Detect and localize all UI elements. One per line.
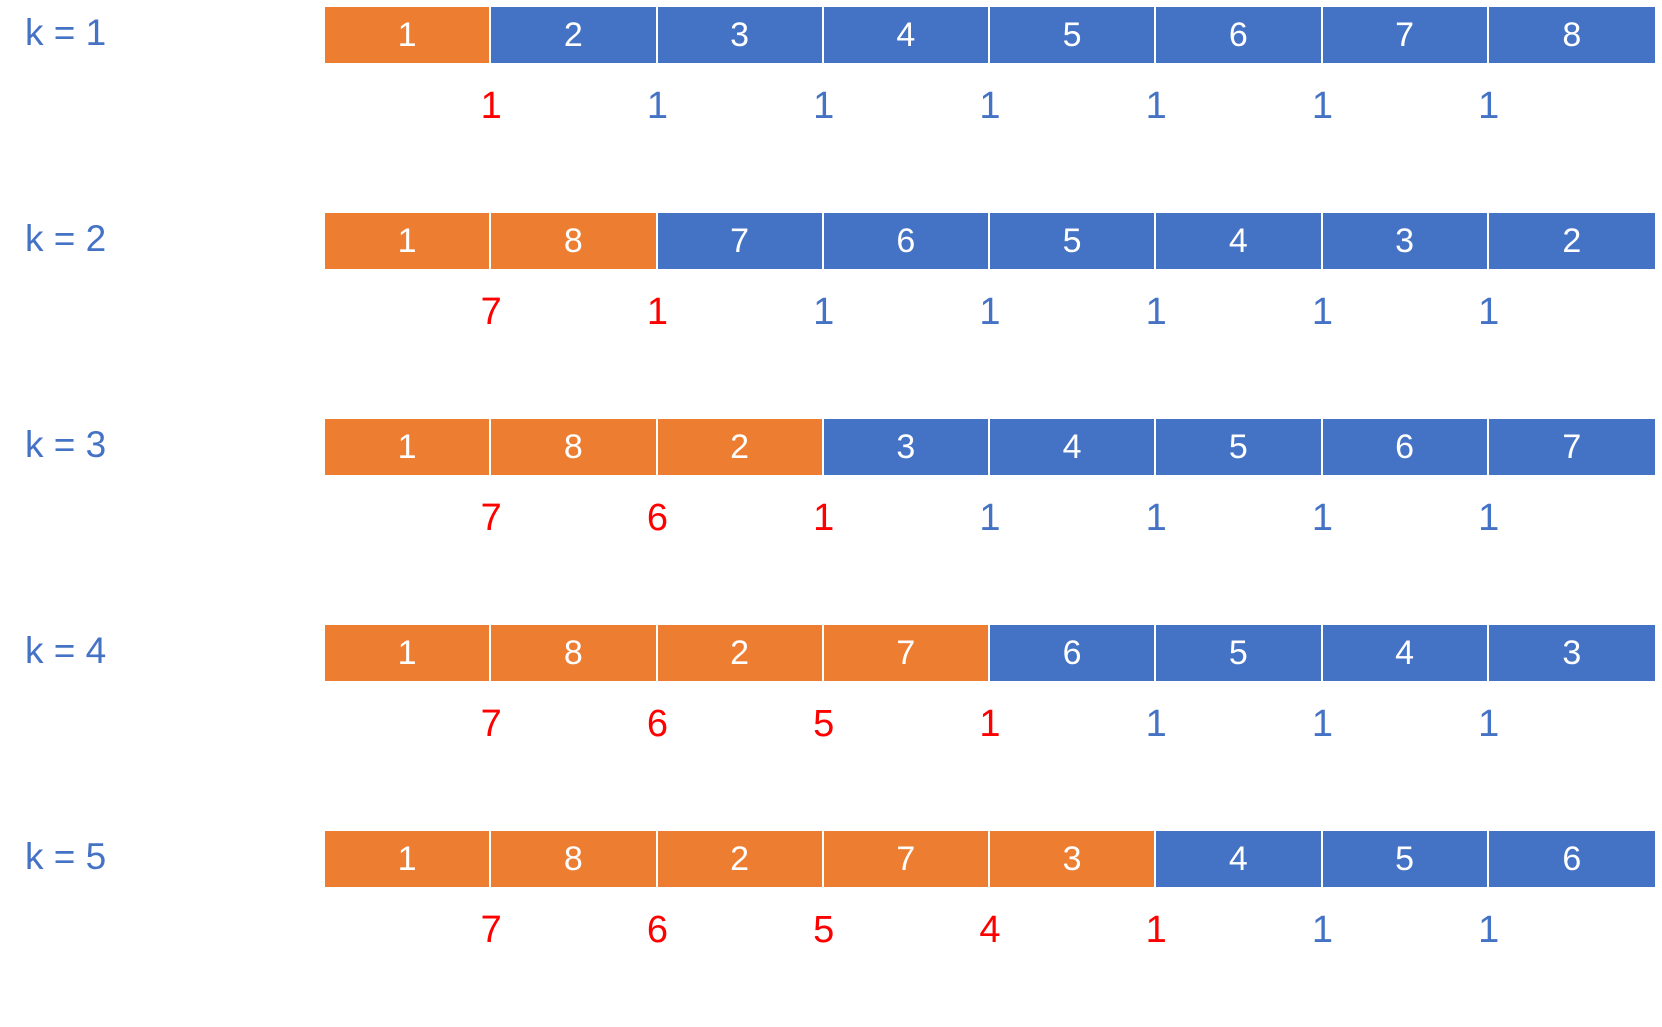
remaining-cell: 3 bbox=[657, 7, 824, 63]
difference-value-highlighted: 6 bbox=[646, 497, 669, 539]
selected-cell: 3 bbox=[990, 831, 1157, 887]
remaining-cell: 3 bbox=[1488, 625, 1655, 681]
difference-value: 1 bbox=[1478, 909, 1500, 951]
difference-value: 1 bbox=[1311, 909, 1334, 951]
k-label: k = 1 bbox=[25, 12, 107, 53]
difference-value-highlighted: 6 bbox=[646, 703, 669, 745]
difference-value: 1 bbox=[1145, 497, 1167, 539]
remaining-cell: 5 bbox=[990, 7, 1157, 63]
difference-value-highlighted: 1 bbox=[646, 291, 669, 333]
difference-value: 1 bbox=[646, 85, 669, 127]
difference-value-highlighted: 1 bbox=[480, 85, 502, 127]
difference-value: 1 bbox=[979, 85, 1001, 127]
difference-row: 7 1 1 1 1 1 1 bbox=[0, 284, 1662, 340]
difference-value: 1 bbox=[1311, 497, 1334, 539]
remaining-cell: 4 bbox=[1156, 213, 1323, 269]
selected-cell: 1 bbox=[325, 213, 492, 269]
difference-value-highlighted: 1 bbox=[979, 703, 1001, 745]
selected-cell: 2 bbox=[657, 419, 824, 475]
difference-value: 1 bbox=[979, 291, 1001, 333]
remaining-cell: 5 bbox=[1156, 625, 1323, 681]
remaining-cell: 5 bbox=[1322, 831, 1489, 887]
difference-value: 1 bbox=[1145, 703, 1167, 745]
k-label: k = 4 bbox=[25, 630, 107, 671]
k-label: k = 5 bbox=[25, 836, 107, 877]
difference-value-highlighted: 5 bbox=[813, 703, 835, 745]
remaining-cell: 7 bbox=[1322, 7, 1489, 63]
remaining-cell: 6 bbox=[1156, 7, 1323, 63]
remaining-cell: 4 bbox=[1322, 625, 1489, 681]
remaining-cell: 2 bbox=[1488, 213, 1655, 269]
difference-value: 1 bbox=[1478, 291, 1500, 333]
difference-value-highlighted: 6 bbox=[646, 909, 669, 951]
difference-value-highlighted: 7 bbox=[480, 703, 502, 745]
difference-value-highlighted: 7 bbox=[480, 497, 502, 539]
selected-cell: 1 bbox=[325, 419, 492, 475]
selected-cell: 8 bbox=[491, 213, 658, 269]
difference-value-highlighted: 1 bbox=[813, 497, 835, 539]
remaining-cell: 7 bbox=[657, 213, 824, 269]
remaining-cell: 3 bbox=[823, 419, 990, 475]
selected-cell: 8 bbox=[491, 419, 658, 475]
difference-row: 7 6 5 1 1 1 1 bbox=[0, 696, 1662, 752]
difference-value-highlighted: 7 bbox=[480, 291, 502, 333]
remaining-cell: 4 bbox=[1156, 831, 1323, 887]
selected-cell: 1 bbox=[325, 7, 492, 63]
difference-value: 1 bbox=[813, 291, 835, 333]
difference-value: 1 bbox=[1478, 703, 1500, 745]
remaining-cell: 6 bbox=[990, 625, 1157, 681]
difference-row: 1 1 1 1 1 1 1 bbox=[0, 78, 1662, 134]
difference-row: 7 6 1 1 1 1 1 bbox=[0, 490, 1662, 546]
difference-value-highlighted: 7 bbox=[480, 909, 502, 951]
difference-value: 1 bbox=[979, 497, 1001, 539]
selected-cell: 2 bbox=[657, 831, 824, 887]
remaining-cell: 3 bbox=[1322, 213, 1489, 269]
remaining-cell: 4 bbox=[990, 419, 1157, 475]
difference-value: 1 bbox=[1478, 497, 1500, 539]
difference-value: 1 bbox=[1311, 85, 1334, 127]
selected-cell: 1 bbox=[325, 831, 492, 887]
k-label: k = 3 bbox=[25, 424, 107, 465]
remaining-cell: 6 bbox=[823, 213, 990, 269]
difference-value-highlighted: 5 bbox=[813, 909, 835, 951]
difference-value: 1 bbox=[813, 85, 835, 127]
difference-value: 1 bbox=[1478, 85, 1500, 127]
selected-cell: 8 bbox=[491, 831, 658, 887]
difference-value-highlighted: 1 bbox=[1145, 909, 1167, 951]
difference-value: 1 bbox=[1145, 85, 1167, 127]
difference-value: 1 bbox=[1311, 291, 1334, 333]
selected-cell: 7 bbox=[823, 625, 990, 681]
difference-value: 1 bbox=[1311, 703, 1334, 745]
remaining-cell: 5 bbox=[1156, 419, 1323, 475]
difference-value: 1 bbox=[1145, 291, 1167, 333]
selected-cell: 1 bbox=[325, 625, 492, 681]
selected-cell: 8 bbox=[491, 625, 658, 681]
remaining-cell: 6 bbox=[1488, 831, 1655, 887]
difference-value-highlighted: 4 bbox=[979, 909, 1001, 951]
selected-cell: 7 bbox=[823, 831, 990, 887]
remaining-cell: 4 bbox=[823, 7, 990, 63]
remaining-cell: 8 bbox=[1488, 7, 1655, 63]
selected-cell: 2 bbox=[657, 625, 824, 681]
difference-row: 7 6 5 4 1 1 1 bbox=[0, 902, 1662, 958]
remaining-cell: 7 bbox=[1488, 419, 1655, 475]
remaining-cell: 5 bbox=[990, 213, 1157, 269]
remaining-cell: 6 bbox=[1322, 419, 1489, 475]
k-label: k = 2 bbox=[25, 218, 107, 259]
remaining-cell: 2 bbox=[491, 7, 658, 63]
